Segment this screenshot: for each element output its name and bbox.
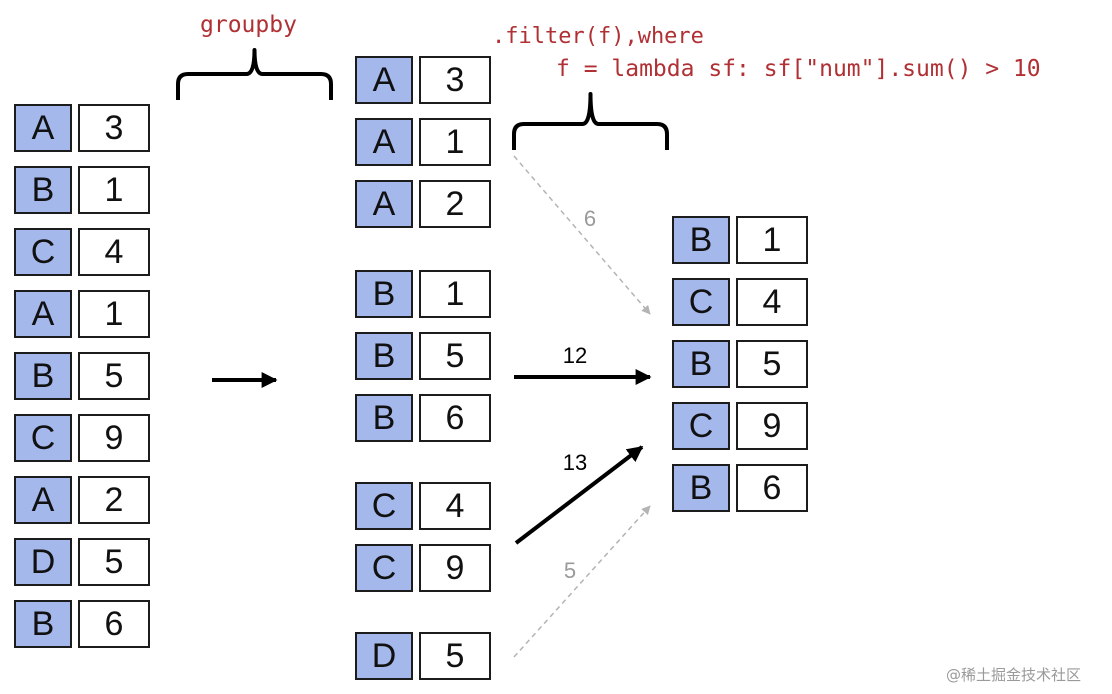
value-cell: 1 [78, 166, 150, 214]
key-cell: B [14, 352, 72, 400]
value-cell: 1 [736, 216, 808, 264]
value-cell: 4 [78, 228, 150, 276]
value-cell: 9 [736, 402, 808, 450]
filter-arrow-c [514, 445, 644, 545]
key-cell: B [355, 394, 413, 442]
value-cell: 2 [419, 180, 491, 228]
key-cell: A [355, 56, 413, 104]
watermark: @稀土掘金技术社区 [946, 666, 1082, 684]
key-cell: C [355, 482, 413, 530]
value-cell: 4 [736, 278, 808, 326]
key-cell: B [672, 464, 730, 512]
group-sum-label-c: 13 [563, 450, 587, 475]
key-cell: C [672, 278, 730, 326]
key-cell: A [14, 290, 72, 338]
key-cell: B [14, 600, 72, 648]
key-cell: A [355, 118, 413, 166]
value-cell: 5 [78, 538, 150, 586]
value-cell: 3 [78, 104, 150, 152]
group-sum-label-b: 12 [563, 343, 587, 368]
key-cell: C [14, 228, 72, 276]
key-cell: A [14, 104, 72, 152]
value-cell: 1 [78, 290, 150, 338]
key-cell: C [672, 402, 730, 450]
key-cell: A [355, 180, 413, 228]
filter-arrow-a [513, 155, 651, 315]
key-cell: B [14, 166, 72, 214]
groupby-label: groupby [200, 12, 297, 38]
group-sum-label-a: 6 [584, 206, 596, 231]
filter-arrow-d [513, 505, 651, 658]
value-cell: 5 [736, 340, 808, 388]
key-cell: C [355, 544, 413, 592]
key-cell: B [672, 340, 730, 388]
value-cell: 6 [419, 394, 491, 442]
value-cell: 3 [419, 56, 491, 104]
group-sum-label-d: 5 [564, 558, 576, 583]
key-cell: B [672, 216, 730, 264]
value-cell: 4 [419, 482, 491, 530]
lambda-label: f = lambda sf: sf["num"].sum() > 10 [556, 56, 1041, 82]
value-cell: 5 [419, 332, 491, 380]
key-cell: A [14, 476, 72, 524]
filter-brace [512, 92, 669, 150]
value-cell: 1 [419, 118, 491, 166]
value-cell: 6 [78, 600, 150, 648]
value-cell: 9 [78, 414, 150, 462]
value-cell: 5 [419, 632, 491, 680]
key-cell: D [355, 632, 413, 680]
value-cell: 1 [419, 270, 491, 318]
value-cell: 2 [78, 476, 150, 524]
key-cell: B [355, 332, 413, 380]
key-cell: D [14, 538, 72, 586]
value-cell: 5 [78, 352, 150, 400]
groupby-brace [176, 48, 333, 100]
value-cell: 9 [419, 544, 491, 592]
filter-label: .filter(f),where [492, 24, 704, 49]
value-cell: 6 [736, 464, 808, 512]
key-cell: B [355, 270, 413, 318]
key-cell: C [14, 414, 72, 462]
